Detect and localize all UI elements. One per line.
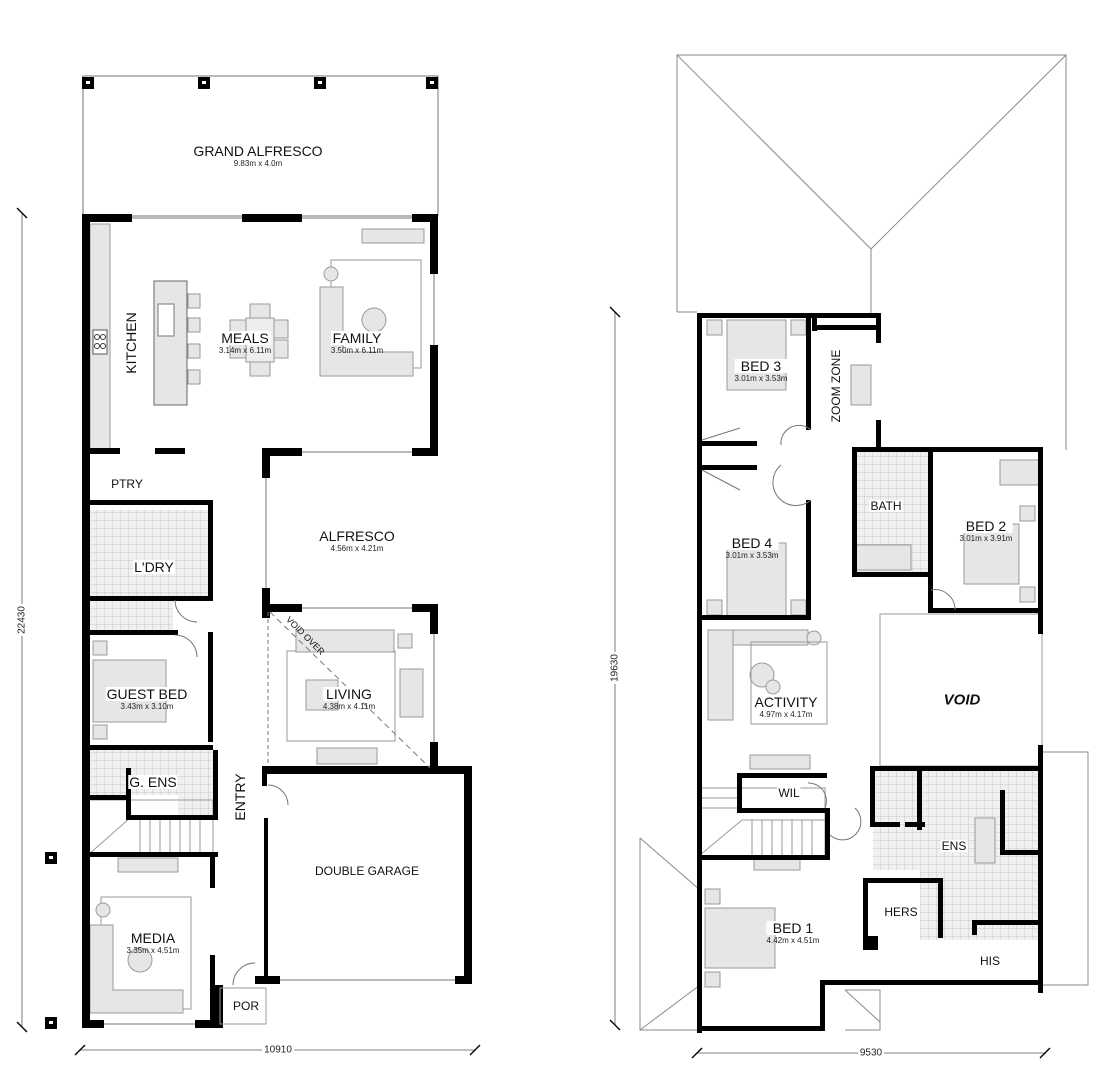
room-bath: BATH	[869, 499, 903, 513]
room-dimensions: 3.35m x 4.51m	[126, 946, 180, 955]
room-ens: ENS	[940, 839, 968, 853]
room-void: VOID	[943, 693, 982, 708]
room-dimensions: 4.97m x 4.17m	[759, 710, 813, 719]
room-pantry: PTRY	[110, 478, 144, 490]
room-meals: MEALS 3.14m x 6.11m	[218, 331, 272, 355]
room-activity: ACTIVITY 4.97m x 4.17m	[753, 694, 819, 719]
room-name: FAMILY	[330, 330, 384, 346]
room-name: ENTRY	[232, 772, 248, 822]
ground-depth-dimension: 22430	[16, 604, 28, 636]
room-kitchen: KITCHEN	[123, 311, 139, 375]
upper-floor-plan	[609, 54, 1089, 1059]
room-name: BED 2	[959, 519, 1013, 533]
room-dimensions: 3.43m x 3.10m	[120, 702, 174, 711]
room-name: ACTIVITY	[753, 694, 819, 710]
room-name: G. ENS	[128, 774, 178, 790]
room-bed-1: BED 1 4.42m x 4.51m	[766, 921, 820, 945]
room-name: BED 1	[766, 921, 820, 935]
room-name: DOUBLE GARAGE	[313, 864, 421, 878]
room-name: L'DRY	[133, 559, 175, 575]
room-media: MEDIA 3.35m x 4.51m	[126, 931, 180, 955]
room-name: MEALS	[218, 331, 272, 345]
room-entry: ENTRY	[232, 772, 248, 822]
room-zoom-zone: ZOOM ZONE	[829, 348, 843, 424]
room-dimensions: 4.42m x 4.51m	[766, 936, 820, 945]
room-dimensions: 4.56m x 4.21m	[330, 544, 384, 553]
room-name: GUEST BED	[105, 686, 189, 702]
room-bed-4: BED 4 3.01m x 3.53m	[725, 536, 779, 560]
room-name: LIVING	[322, 687, 376, 701]
room-grand-alfresco: GRAND ALFRESCO 9.83m x 4.0m	[192, 143, 324, 168]
room-family: FAMILY 3.50m x 6.11m	[330, 330, 384, 355]
room-name: POR	[231, 999, 261, 1013]
room-dimensions: 3.14m x 6.11m	[218, 346, 272, 355]
room-name: HIS	[978, 954, 1002, 968]
room-porch: POR	[231, 999, 261, 1013]
room-name: KITCHEN	[123, 311, 139, 375]
room-dimensions: 3.01m x 3.91m	[959, 534, 1013, 543]
room-name: ENS	[940, 839, 968, 853]
room-bed-2: BED 2 3.01m x 3.91m	[959, 519, 1013, 543]
upper-depth-dimension: 19630	[609, 652, 621, 684]
room-alfresco: ALFRESCO 4.56m x 4.21m	[318, 528, 396, 553]
room-name: BED 4	[725, 536, 779, 550]
room-wil: WIL	[777, 786, 801, 800]
room-name: HERS	[883, 905, 919, 919]
room-hers: HERS	[883, 905, 919, 919]
room-dimensions: 3.01m x 3.53m	[734, 374, 788, 383]
room-name: PTRY	[110, 477, 144, 491]
room-name: BED 3	[734, 359, 788, 373]
room-dimensions: 4.38m x 4.11m	[322, 702, 376, 711]
room-living: LIVING 4.38m x 4.11m	[322, 687, 376, 711]
room-name: GRAND ALFRESCO	[192, 143, 324, 159]
room-name: BATH	[869, 499, 903, 513]
upper-width-dimension: 9530	[857, 1047, 885, 1059]
room-guest-bed: GUEST BED 3.43m x 3.10m	[105, 686, 189, 711]
room-name: WIL	[777, 786, 801, 800]
room-dimensions: 3.50m x 6.11m	[330, 346, 384, 355]
ground-width-dimension: 10910	[262, 1044, 294, 1056]
room-name: VOID	[943, 691, 981, 709]
room-g-ens: G. ENS	[128, 774, 178, 790]
room-name: ZOOM ZONE	[829, 348, 843, 424]
ground-floor-plan	[16, 75, 481, 1056]
room-name: MEDIA	[126, 931, 180, 945]
room-name: ALFRESCO	[318, 528, 396, 544]
room-laundry: L'DRY	[133, 560, 175, 574]
room-dimensions: 3.01m x 3.53m	[725, 551, 779, 560]
room-double-garage: DOUBLE GARAGE	[313, 864, 421, 878]
room-bed-3: BED 3 3.01m x 3.53m	[734, 359, 788, 383]
room-dimensions: 9.83m x 4.0m	[233, 159, 283, 168]
room-his: HIS	[978, 954, 1002, 968]
